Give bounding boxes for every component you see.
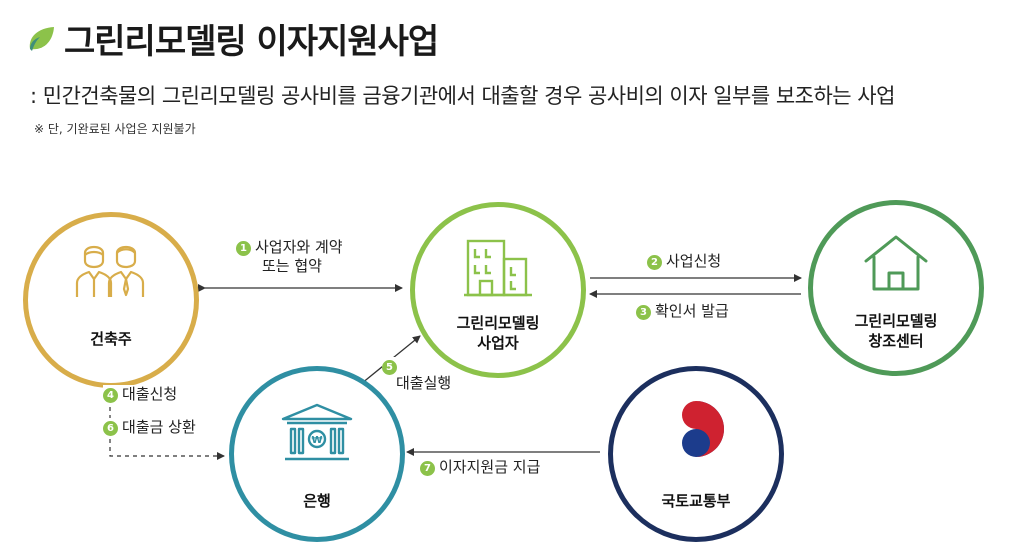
node-owner-label: 건축주 bbox=[90, 330, 132, 348]
step-1-text-line1: 사업자와 계약 bbox=[255, 238, 343, 256]
building-icon bbox=[464, 239, 532, 297]
svg-text:₩: ₩ bbox=[311, 435, 322, 446]
leaf-icon bbox=[29, 26, 54, 51]
node-center-line1: 그린리모델링 bbox=[854, 312, 938, 330]
node-ministry: 국토교통부 bbox=[608, 366, 784, 542]
bank-icon: ₩ bbox=[281, 403, 353, 461]
step-5-label: 5 bbox=[382, 357, 401, 376]
node-owner: 건축주 bbox=[23, 212, 199, 388]
step-6-badge: 6 bbox=[103, 421, 118, 436]
step-1-badge: 1 bbox=[236, 241, 251, 256]
node-ministry-label: 국토교통부 bbox=[661, 492, 731, 510]
taegeuk-emblem-icon bbox=[682, 401, 724, 457]
step-4-badge: 4 bbox=[103, 388, 118, 403]
node-bank: ₩ 은행 bbox=[229, 366, 405, 542]
page-subtitle: : 민간건축물의 그린리모델링 공사비를 금융기관에서 대출할 경우 공사비의 … bbox=[30, 84, 895, 108]
step-5-badge: 5 bbox=[382, 360, 397, 375]
step-1-text-line2: 또는 협약 bbox=[262, 257, 322, 275]
step-6-label: 6 대출금 상환 bbox=[103, 418, 196, 437]
step-6-text: 대출금 상환 bbox=[122, 418, 196, 436]
step-7-label: 7 이자지원금 지급 bbox=[420, 458, 540, 477]
step-2-text: 사업신청 bbox=[666, 252, 722, 270]
step-7-badge: 7 bbox=[420, 461, 435, 476]
house-icon bbox=[864, 235, 928, 291]
step-4-label: 4 대출신청 bbox=[103, 385, 178, 404]
step-7-text: 이자지원금 지급 bbox=[439, 458, 541, 476]
step-5-text: 대출실행 bbox=[396, 374, 452, 392]
node-contractor-line2: 사업자 bbox=[477, 334, 519, 352]
step-3-text: 확인서 발급 bbox=[655, 302, 729, 320]
arrow-loan-apply bbox=[109, 383, 225, 460]
step-3-badge: 3 bbox=[636, 305, 651, 320]
page-note: ※ 단, 기완료된 사업은 지원불가 bbox=[34, 122, 196, 136]
node-center-line2: 창조센터 bbox=[868, 332, 924, 350]
node-center: 그린리모델링 창조센터 bbox=[808, 200, 984, 376]
page-title: 그린리모델링 이자지원사업 bbox=[64, 22, 439, 62]
node-contractor: 그린리모델링 사업자 bbox=[410, 202, 586, 378]
people-icon bbox=[75, 245, 145, 297]
node-contractor-line1: 그린리모델링 bbox=[456, 314, 540, 332]
node-bank-label: 은행 bbox=[303, 492, 331, 510]
step-2-badge: 2 bbox=[647, 255, 662, 270]
page-header: 그린리모델링 이자지원사업 bbox=[26, 14, 439, 63]
step-3-label: 3 확인서 발급 bbox=[636, 302, 729, 321]
step-2-label: 2 사업신청 bbox=[647, 252, 721, 271]
step-1-label: 1 사업자와 계약 또는 협약 bbox=[236, 238, 343, 276]
step-4-text: 대출신청 bbox=[122, 385, 178, 403]
